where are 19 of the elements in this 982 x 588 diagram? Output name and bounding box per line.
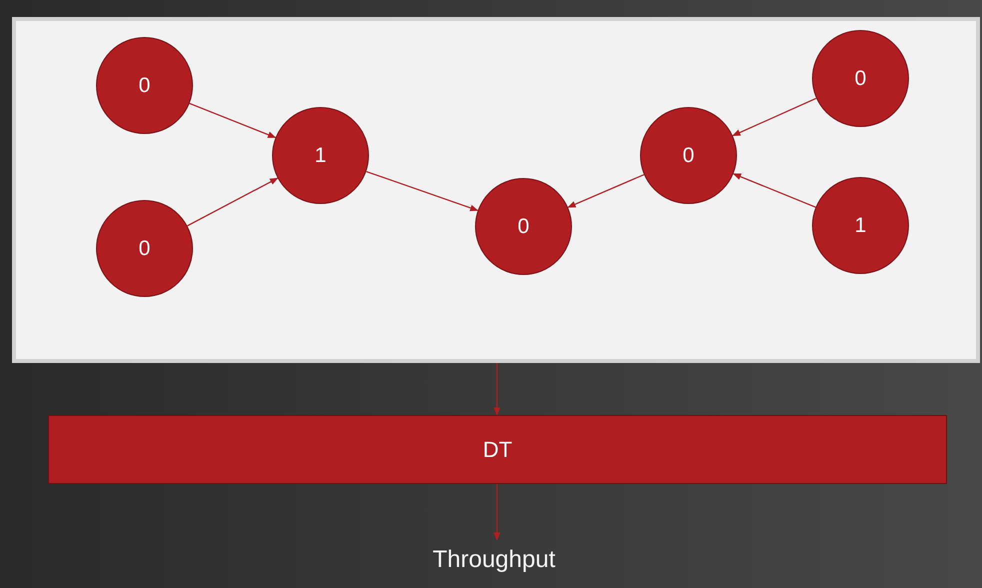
node-label: 0 xyxy=(854,66,866,90)
arrow xyxy=(732,173,816,208)
arrow xyxy=(189,102,276,138)
process-bar xyxy=(48,415,947,484)
node-label: 0 xyxy=(138,74,150,98)
arrow xyxy=(366,170,478,212)
arrow xyxy=(187,178,278,226)
node-label: 0 xyxy=(518,214,530,238)
node-label: DT xyxy=(482,436,512,462)
arrow xyxy=(567,174,644,208)
arrow xyxy=(494,484,500,541)
node-label: 0 xyxy=(138,236,150,260)
arrow xyxy=(494,363,500,416)
output-text: Throughput xyxy=(432,546,556,574)
node-label: 0 xyxy=(682,144,694,168)
panel-background xyxy=(12,17,980,363)
node-label: 1 xyxy=(854,214,866,238)
node-label: 1 xyxy=(314,144,326,168)
arrow xyxy=(732,98,816,136)
